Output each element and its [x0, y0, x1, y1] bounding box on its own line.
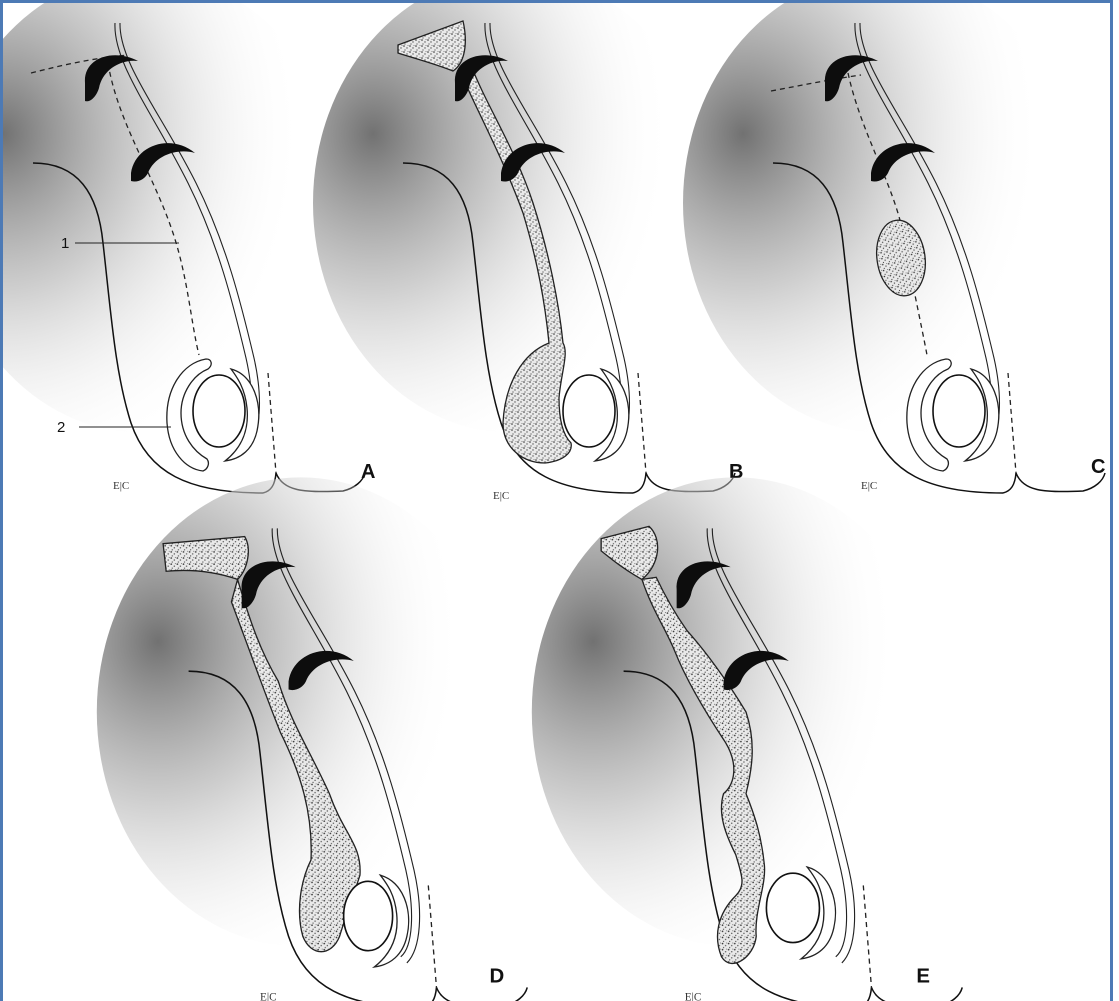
emc-mark-d: E|C [260, 992, 277, 1001]
panel-b: E|C B [313, 3, 743, 502]
panel-c: E|C C [683, 3, 1105, 493]
hydrocele-diagram: 1 2 E|C A E|C B E|C C [3, 3, 1113, 1001]
emc-mark-e: E|C [685, 992, 702, 1001]
panel-e: E|C E [532, 477, 962, 1001]
panel-label-e: E [916, 965, 930, 987]
emc-mark-b: E|C [493, 490, 509, 502]
panel-label-c: C [1091, 456, 1105, 478]
emc-mark-a: E|C [113, 480, 129, 492]
panel-label-a: A [361, 461, 375, 483]
callout-2: 2 [57, 419, 65, 436]
panel-label-d: D [490, 965, 505, 987]
callout-1: 1 [61, 235, 69, 252]
panel-d: E|C D [97, 477, 527, 1001]
emc-mark-c: E|C [861, 480, 877, 492]
